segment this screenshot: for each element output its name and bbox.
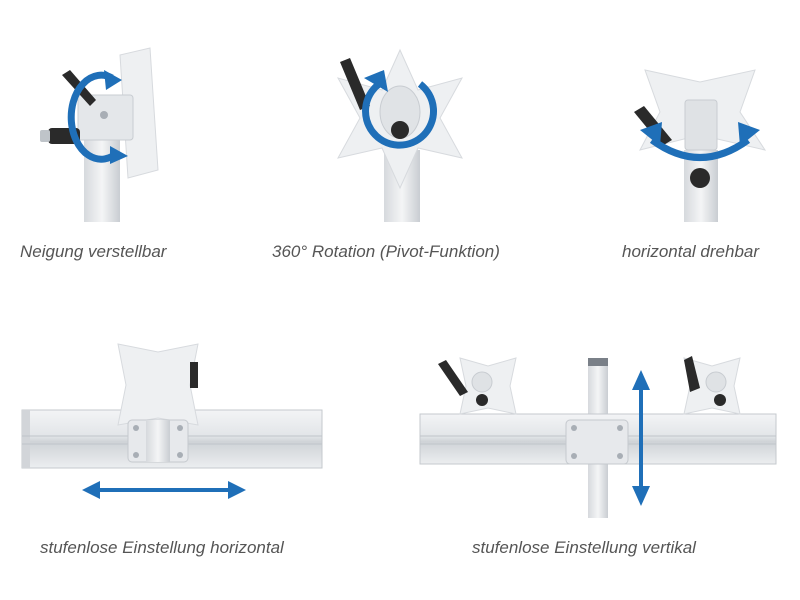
tilt-caption: Neigung verstellbar	[20, 242, 167, 261]
horizontal-caption: stufenlose Einstellung horizontal	[40, 538, 284, 557]
tilt-arrow-icon	[67, 71, 121, 163]
rotation-illustration	[336, 48, 464, 222]
rotation-arrow-icon	[362, 79, 437, 149]
vertical-caption: stufenlose Einstellung vertikal	[472, 538, 696, 557]
swivel-caption: horizontal drehbar	[622, 242, 760, 261]
tilt-illustration	[40, 47, 159, 222]
swivel-illustration	[634, 69, 767, 222]
vertical-rail-illustration	[419, 356, 777, 518]
swivel-arrow-icon	[649, 137, 751, 161]
rotation-caption: 360° Rotation (Pivot-Funktion)	[272, 242, 500, 261]
horizontal-rail-illustration	[21, 343, 323, 499]
